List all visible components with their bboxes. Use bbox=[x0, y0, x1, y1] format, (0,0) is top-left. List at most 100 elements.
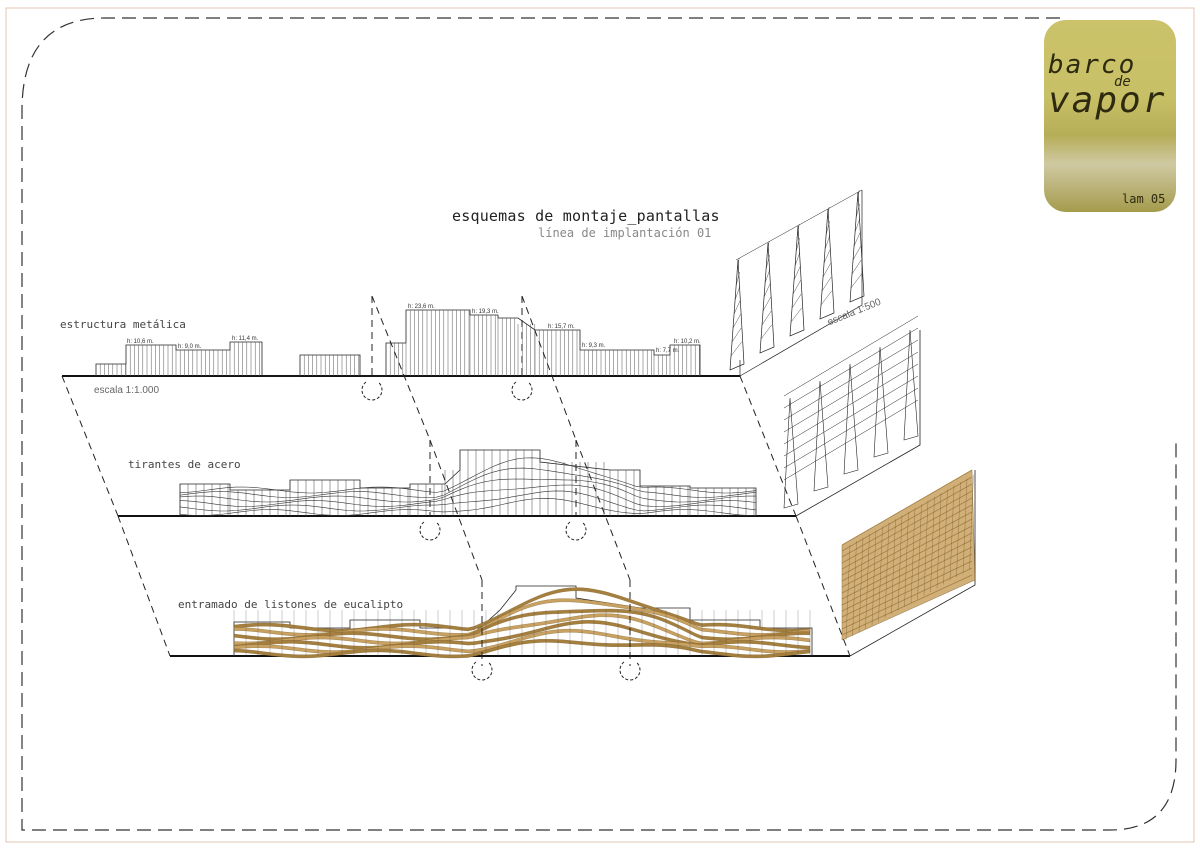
page-title: esquemas de montaje_pantallas bbox=[452, 207, 720, 225]
axo-brace bbox=[763, 282, 771, 298]
axo-wood-rib bbox=[891, 519, 896, 615]
axo-wood-slat bbox=[841, 539, 973, 606]
axo-tie bbox=[783, 339, 919, 421]
structure-hatch bbox=[95, 310, 700, 376]
axo-brace bbox=[851, 259, 862, 275]
axo-tie bbox=[783, 315, 919, 397]
layer-structure bbox=[62, 309, 740, 377]
axo-tower bbox=[813, 380, 829, 492]
axo-wood-slat bbox=[841, 532, 973, 600]
axo-brace bbox=[731, 327, 742, 343]
logo-word-1: barco bbox=[1048, 50, 1137, 80]
axo-tower bbox=[903, 329, 919, 441]
axo-wood-slat bbox=[841, 476, 973, 552]
axo-wood-rib bbox=[884, 522, 890, 618]
axo-wood-rib bbox=[852, 541, 857, 637]
height-label: h: 10,6 m. bbox=[127, 339, 154, 345]
axo-wood-slat bbox=[841, 525, 973, 594]
steel-tie bbox=[179, 490, 757, 512]
axo-tie bbox=[783, 375, 919, 457]
project-logo: barco de vapor lam 05 bbox=[1044, 20, 1176, 212]
axo-brace bbox=[761, 310, 772, 326]
axo-brace bbox=[792, 279, 801, 295]
axo-brace bbox=[764, 268, 771, 284]
layer-label-wood: entramado de listones de eucalipto bbox=[178, 598, 404, 611]
steel-tie bbox=[179, 457, 757, 494]
height-label: h: 11,4 m. bbox=[232, 336, 259, 342]
axo-wood-rib bbox=[930, 496, 935, 592]
axo-wood-slat bbox=[841, 574, 973, 636]
axo-wood-rib bbox=[845, 544, 851, 641]
axo-wood-rib bbox=[878, 526, 883, 622]
axo-brace bbox=[822, 262, 831, 278]
axo-wood-rib bbox=[904, 511, 909, 607]
axo-wood-slat bbox=[841, 490, 973, 564]
axo-wood-rib bbox=[897, 515, 903, 611]
outer-frame bbox=[5, 7, 1195, 843]
axo-steel bbox=[783, 315, 921, 517]
axo-brace bbox=[791, 293, 802, 309]
axo-brace bbox=[821, 276, 832, 292]
steel-tie bbox=[179, 484, 757, 507]
height-label: h: 7,7 m. bbox=[656, 348, 680, 354]
axo-wood-slat bbox=[841, 483, 973, 558]
axo-brace bbox=[796, 223, 800, 239]
axo-wood-rib bbox=[962, 478, 968, 574]
steel-tie bbox=[179, 497, 757, 516]
axo-brace bbox=[795, 237, 800, 253]
axo-brace bbox=[735, 271, 740, 287]
axo-tower bbox=[849, 191, 865, 303]
axo-brace bbox=[823, 248, 831, 264]
axo-wood-slat bbox=[841, 553, 973, 618]
steel-ties bbox=[179, 457, 757, 516]
axo-brace bbox=[825, 220, 830, 236]
axo-brace bbox=[856, 189, 860, 205]
height-label: h: 19,3 m. bbox=[472, 309, 499, 315]
axo-brace bbox=[854, 217, 861, 233]
height-label: h: 9,3 m. bbox=[582, 343, 606, 349]
axo-wood-rib bbox=[865, 533, 870, 629]
axo-tie bbox=[783, 327, 919, 409]
layer-label-structure: estructura metálica bbox=[60, 318, 186, 331]
axo-tower bbox=[789, 225, 805, 337]
axo-wood-rib bbox=[949, 485, 955, 581]
axo-wood-rib bbox=[910, 507, 916, 604]
axo-wood-slat bbox=[841, 469, 973, 546]
axo-wood-rib bbox=[943, 489, 948, 585]
axo-wood-slat bbox=[841, 504, 973, 576]
axo-wood-rib bbox=[858, 537, 864, 633]
axo-brace bbox=[824, 234, 831, 250]
steel-tie bbox=[179, 478, 757, 503]
axo-brace bbox=[734, 285, 741, 301]
scale-label-main: escala 1:1.000 bbox=[94, 385, 160, 396]
elevation-outline-2 bbox=[179, 449, 757, 516]
wood-lattice bbox=[233, 587, 811, 659]
axo-tie bbox=[783, 399, 919, 481]
axo-brace bbox=[853, 231, 861, 247]
height-label: h: 10,2 m. bbox=[674, 339, 701, 345]
axo-tower bbox=[759, 242, 775, 354]
axo-wood bbox=[841, 469, 976, 657]
axo-wood-slat bbox=[841, 546, 973, 612]
axo-brace bbox=[852, 245, 861, 261]
layer-label-steel: tirantes de acero bbox=[128, 458, 241, 471]
axo-brace bbox=[733, 299, 741, 315]
axo-wood-rib bbox=[956, 482, 961, 578]
axo-brace bbox=[760, 324, 772, 340]
axo-brace bbox=[826, 206, 830, 222]
steel-grid bbox=[179, 450, 755, 516]
section-markers bbox=[361, 381, 641, 681]
axo-wood-rib bbox=[969, 474, 974, 570]
axo-tower bbox=[873, 346, 889, 458]
axo-tie bbox=[783, 387, 919, 469]
steel-tie bbox=[179, 467, 757, 498]
axo-brace bbox=[765, 254, 770, 270]
height-label: h: 9,0 m. bbox=[178, 344, 202, 350]
axo-wood-slat bbox=[841, 567, 973, 630]
axo-base bbox=[739, 190, 863, 377]
height-label: h: 15,7 m. bbox=[548, 324, 575, 330]
axo-brace bbox=[766, 240, 770, 256]
axo-brace bbox=[730, 341, 742, 357]
